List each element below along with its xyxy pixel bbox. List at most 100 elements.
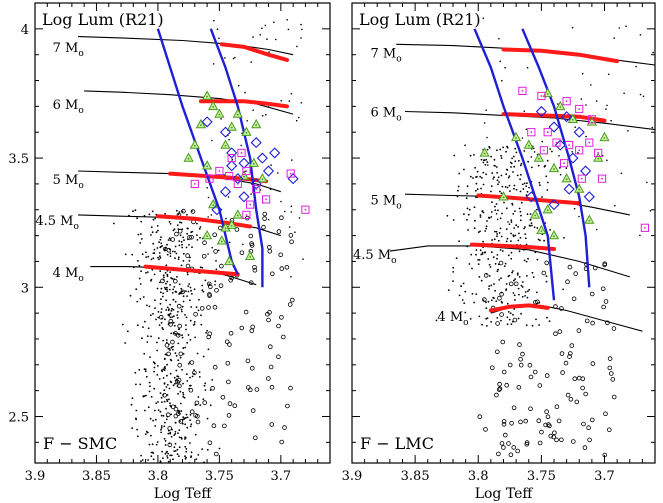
star-dot bbox=[529, 218, 532, 221]
star-dot bbox=[197, 454, 200, 456]
star-circle bbox=[174, 231, 179, 237]
star-dot bbox=[187, 285, 190, 287]
marker-square bbox=[543, 128, 552, 137]
star-dot bbox=[505, 207, 508, 210]
star-dot bbox=[298, 217, 301, 219]
star-dot bbox=[496, 317, 499, 319]
star-dot bbox=[178, 446, 181, 449]
star-dot bbox=[198, 298, 200, 301]
star-circle bbox=[207, 440, 213, 446]
star-dot bbox=[183, 239, 185, 242]
star-dot bbox=[144, 368, 147, 371]
star-dot bbox=[204, 382, 207, 385]
star-dot bbox=[189, 414, 192, 416]
star-dot bbox=[481, 323, 483, 326]
marker-square-dot bbox=[591, 118, 593, 121]
star-circle bbox=[569, 343, 575, 348]
star-dot bbox=[501, 185, 504, 188]
star-circle bbox=[232, 403, 238, 409]
star-dot bbox=[166, 275, 169, 278]
star-circle bbox=[276, 354, 281, 360]
x-tick-label: 3.85 bbox=[401, 469, 430, 484]
star-dot bbox=[159, 302, 162, 305]
star-dot bbox=[627, 130, 629, 132]
marker-square-dot bbox=[193, 183, 196, 185]
panel-label: F − SMC bbox=[43, 434, 117, 453]
star-dot bbox=[180, 308, 183, 311]
star-dot bbox=[488, 285, 491, 287]
star-dot bbox=[131, 397, 134, 399]
star-dot bbox=[512, 292, 515, 294]
star-dot bbox=[149, 385, 151, 388]
star-circle bbox=[583, 391, 588, 397]
star-dot bbox=[173, 450, 176, 452]
star-dot bbox=[174, 450, 177, 452]
star-dot bbox=[155, 443, 158, 446]
star-dot bbox=[131, 427, 134, 429]
star-dot bbox=[496, 235, 498, 238]
star-dot bbox=[523, 259, 526, 262]
star-dot bbox=[513, 279, 515, 282]
star-dot bbox=[519, 210, 522, 213]
marker-triangle bbox=[201, 229, 213, 240]
marker-triangle-dot bbox=[243, 175, 245, 178]
star-circle bbox=[173, 278, 178, 284]
star-dot bbox=[169, 432, 172, 435]
star-dot bbox=[529, 225, 532, 227]
marker-triangle-dot bbox=[559, 106, 562, 108]
star-dot bbox=[138, 264, 141, 267]
star-dot bbox=[525, 128, 528, 131]
star-dot bbox=[250, 193, 252, 195]
star-dot bbox=[189, 376, 191, 379]
star-circle bbox=[553, 331, 558, 337]
star-dot bbox=[169, 252, 172, 255]
star-circle bbox=[559, 437, 564, 443]
marker-triangle bbox=[226, 219, 237, 229]
marker-diamond bbox=[583, 191, 595, 203]
star-circle bbox=[477, 414, 483, 420]
marker-triangle-dot bbox=[230, 126, 233, 129]
mass-label: 7 Mo bbox=[371, 46, 402, 64]
star-dot bbox=[490, 190, 492, 193]
star-dot bbox=[504, 186, 507, 188]
star-circle bbox=[266, 376, 271, 381]
star-dot bbox=[452, 266, 455, 269]
star-dot bbox=[500, 192, 503, 195]
star-dot bbox=[516, 174, 519, 177]
star-dot bbox=[481, 177, 483, 179]
star-dot bbox=[196, 222, 198, 225]
marker-triangle bbox=[533, 152, 545, 162]
star-dot bbox=[203, 384, 206, 387]
star-dot bbox=[488, 275, 491, 277]
star-dot bbox=[158, 241, 161, 244]
star-dot bbox=[182, 260, 185, 262]
star-circle bbox=[248, 233, 254, 239]
marker-triangle bbox=[510, 131, 522, 142]
star-dot bbox=[162, 377, 165, 379]
star-dot bbox=[170, 413, 173, 416]
star-dot bbox=[177, 328, 180, 331]
star-dot bbox=[144, 433, 147, 436]
star-dot bbox=[509, 190, 511, 193]
star-dot bbox=[151, 451, 154, 454]
mass-label: 6 Mo bbox=[53, 98, 84, 116]
star-circle bbox=[185, 253, 190, 258]
marker-diamond bbox=[561, 111, 573, 123]
star-dot bbox=[514, 147, 517, 150]
star-dot bbox=[473, 206, 476, 209]
star-dot bbox=[457, 189, 459, 192]
star-dot bbox=[150, 434, 152, 437]
star-dot bbox=[167, 309, 170, 312]
star-circle bbox=[494, 349, 500, 355]
star-dot bbox=[165, 299, 168, 302]
star-dot bbox=[500, 319, 502, 322]
star-dot bbox=[154, 425, 157, 427]
star-dot bbox=[250, 61, 252, 63]
star-circle bbox=[269, 422, 275, 427]
star-dot bbox=[649, 210, 652, 212]
star-dot bbox=[207, 216, 209, 218]
star-circle bbox=[518, 362, 524, 368]
marker-triangle-dot bbox=[603, 137, 606, 139]
plot-area bbox=[77, 19, 310, 463]
marker-square-dot bbox=[249, 203, 252, 206]
